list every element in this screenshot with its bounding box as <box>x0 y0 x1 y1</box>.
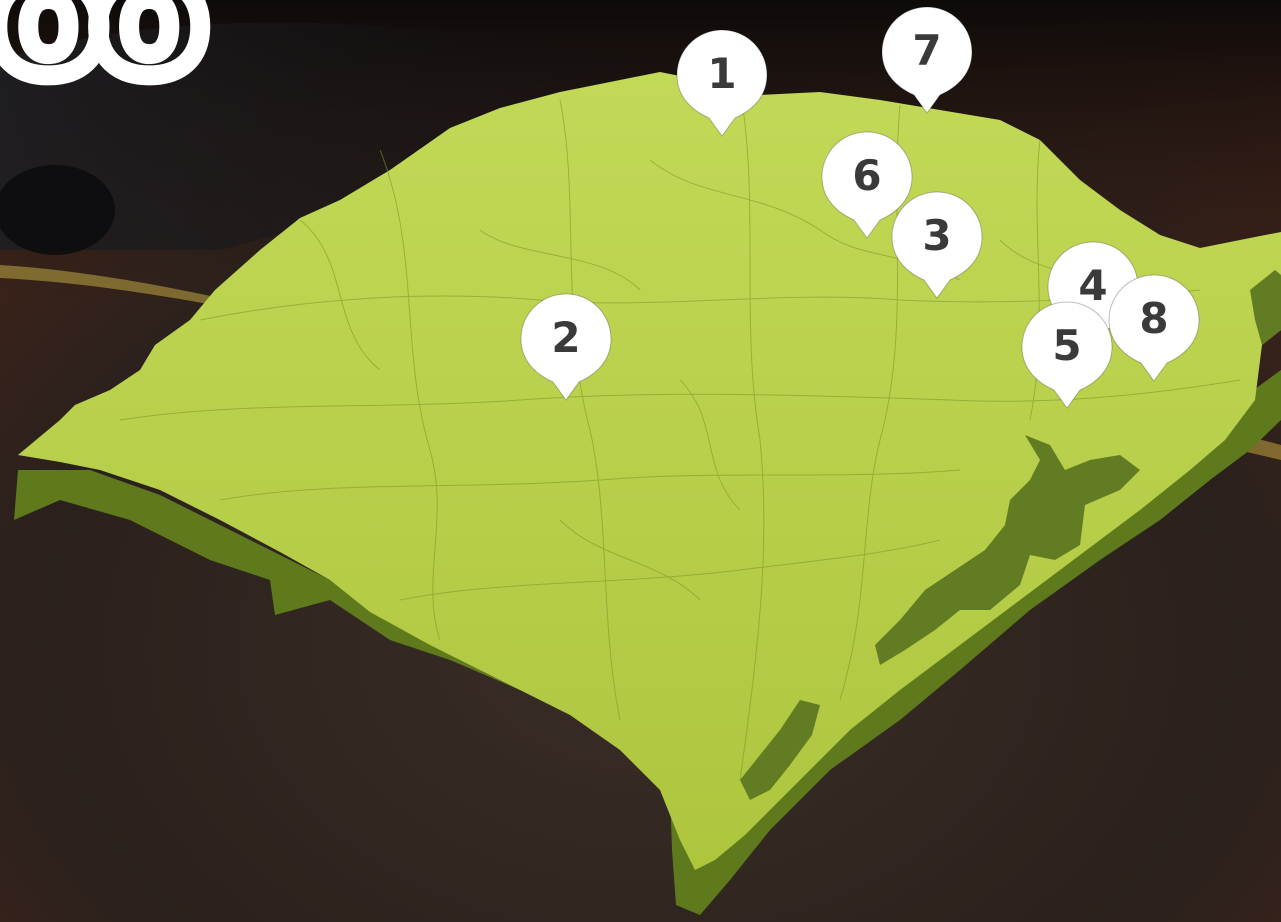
marker-label: 3 <box>922 211 952 260</box>
map-pin-icon <box>1108 274 1200 382</box>
map-marker-8[interactable]: 8 <box>1107 273 1201 383</box>
marker-label: 5 <box>1052 321 1082 370</box>
marker-label: 8 <box>1139 294 1169 343</box>
map-pin-icon <box>881 6 973 114</box>
car-wheel <box>0 165 115 255</box>
map-pin-icon <box>520 293 612 401</box>
map-marker-1[interactable]: 1 <box>675 28 769 138</box>
lagoon-patos <box>875 435 1140 665</box>
map-marker-5[interactable]: 5 <box>1020 300 1114 410</box>
marker-label: 6 <box>852 151 882 200</box>
road-stripe <box>0 265 230 308</box>
map-region <box>18 72 1281 870</box>
marker-label: 2 <box>551 313 581 362</box>
lagoon-mirim <box>740 700 820 800</box>
marker-label: 4 <box>1078 261 1108 310</box>
map-pin-icon <box>891 191 983 299</box>
blurred-car <box>0 22 760 250</box>
corner-heading-fragment: oo <box>0 0 218 114</box>
map-pin-icon <box>1021 301 1113 409</box>
marker-label: 1 <box>707 49 737 98</box>
marker-label: 7 <box>912 26 942 75</box>
coastal-lagoon <box>1250 270 1281 345</box>
map-marker-3[interactable]: 3 <box>890 190 984 300</box>
map-marker-2[interactable]: 2 <box>519 292 613 402</box>
map-pin-icon <box>676 29 768 137</box>
map-pin-icon <box>821 131 913 239</box>
map-marker-7[interactable]: 7 <box>880 5 974 115</box>
map-marker-6[interactable]: 6 <box>820 130 914 240</box>
